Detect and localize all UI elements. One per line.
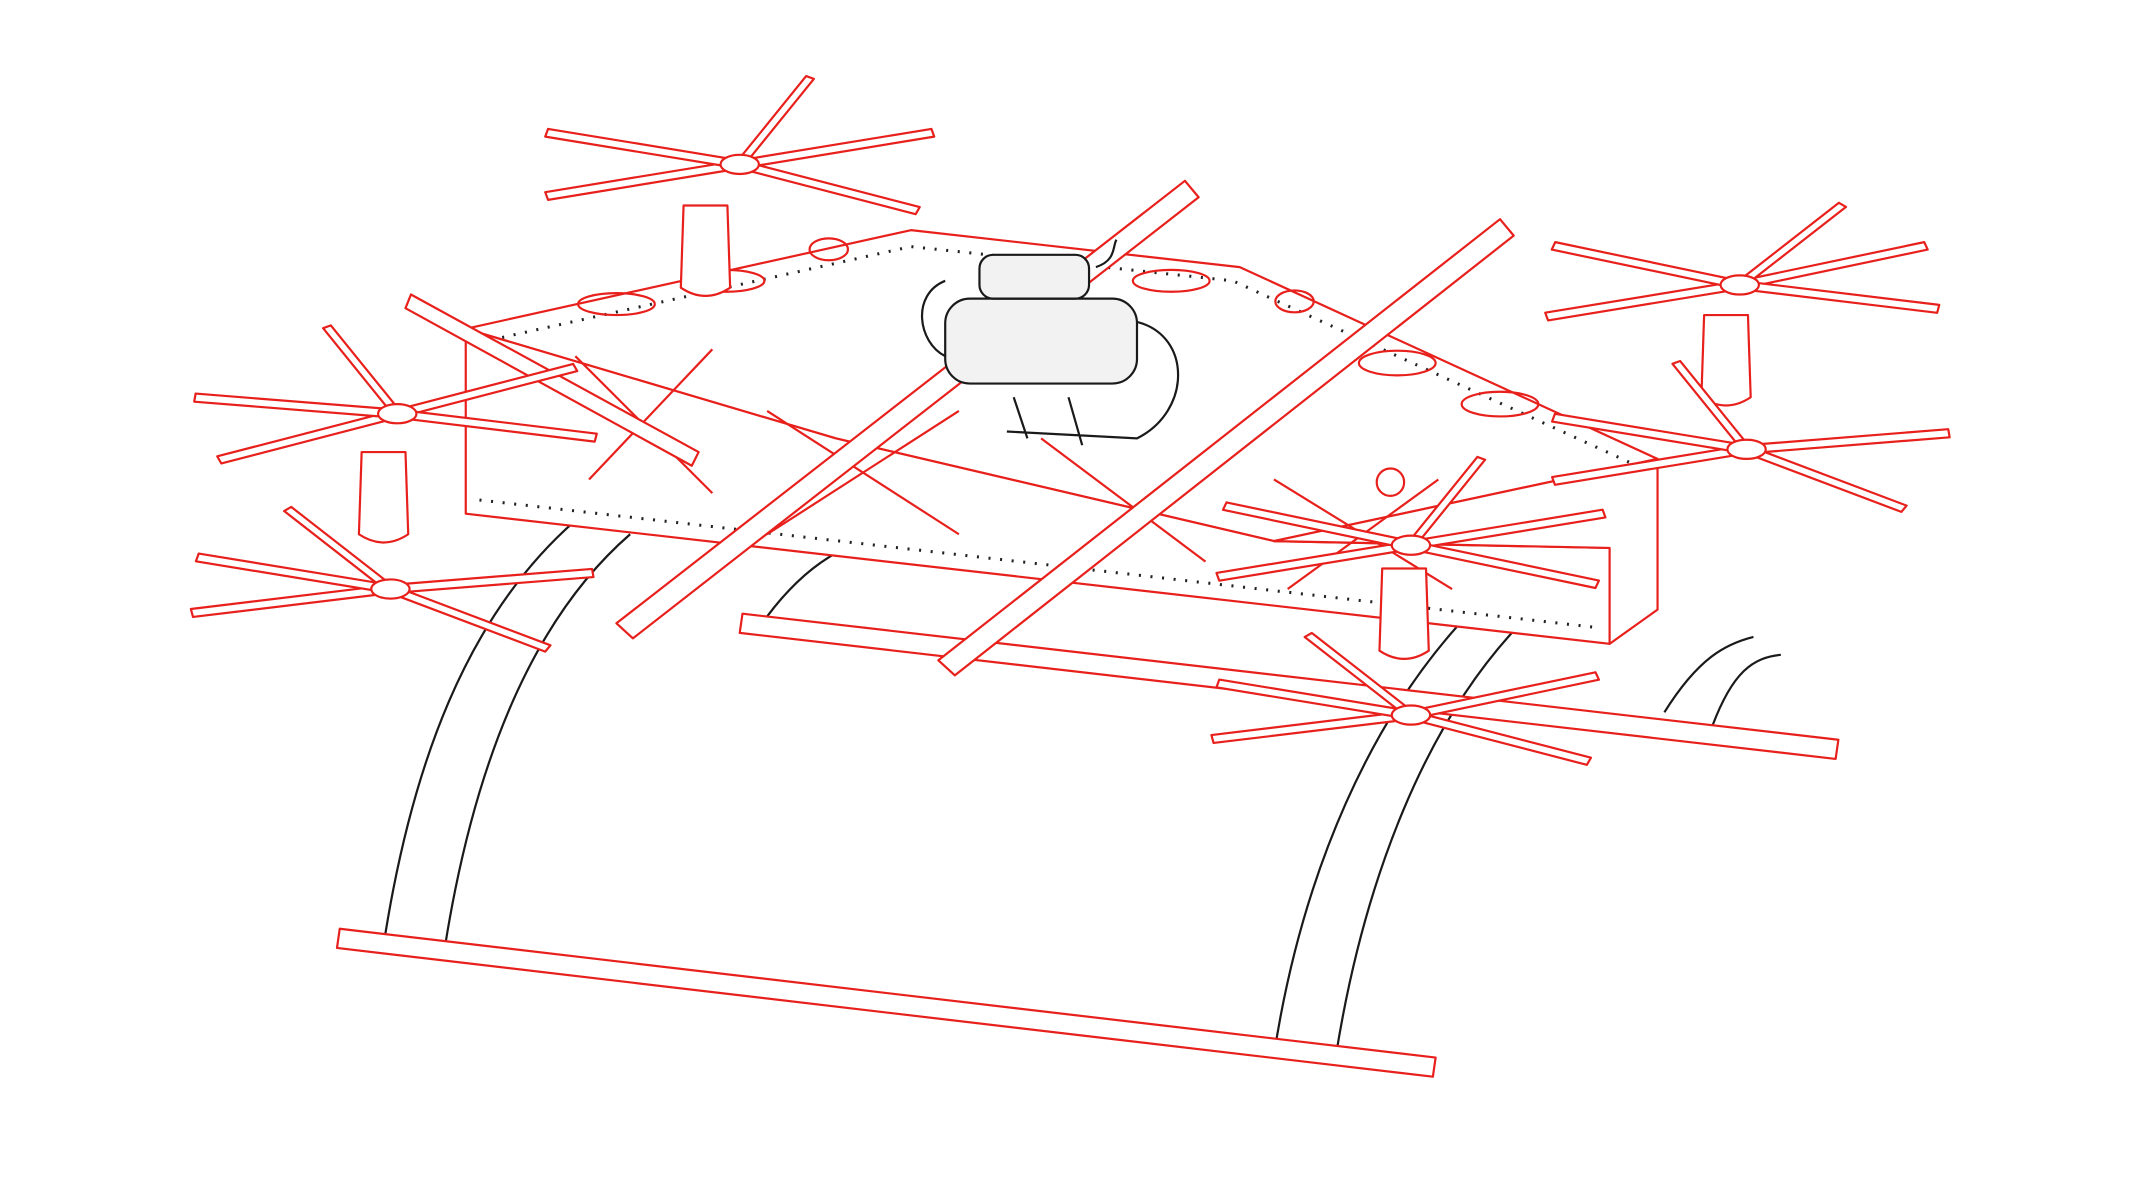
landing-skids <box>335 612 1840 1078</box>
rotor-1 <box>544 74 936 297</box>
rotor-blade <box>193 392 400 419</box>
rotor-5 <box>1550 359 1951 513</box>
rotor-4 <box>1544 201 1941 407</box>
motor <box>357 450 410 544</box>
rotor-blade <box>544 127 743 170</box>
rotor-blade <box>1744 428 1951 455</box>
rotor-hub <box>1726 438 1767 460</box>
rotor-7 <box>1210 631 1601 766</box>
rear-skid <box>738 612 1840 760</box>
engine <box>920 239 1180 446</box>
frame-side-face <box>1272 457 1659 645</box>
rotor-blade <box>544 159 743 201</box>
rotors <box>189 74 1951 766</box>
rotor-hub <box>1390 534 1432 556</box>
rotor-hub <box>1390 704 1432 726</box>
rotor-2 <box>193 324 598 544</box>
rotor-6 <box>1215 455 1607 660</box>
motor <box>1378 567 1430 660</box>
rotor-hub <box>719 153 761 176</box>
rotor-blade <box>1742 445 1908 513</box>
landing-legs <box>382 519 1781 1058</box>
rotor-hub <box>370 578 411 600</box>
rotor-blade <box>1737 279 1941 314</box>
rotor-3 <box>189 505 595 653</box>
motor <box>1700 313 1752 407</box>
rotor-hub <box>376 403 418 425</box>
motor <box>679 204 732 297</box>
front-skid <box>335 927 1437 1078</box>
rotor-blade <box>388 567 595 595</box>
rotor-blade <box>322 324 403 417</box>
rotor-hub <box>1719 274 1761 296</box>
rotor-blade <box>1210 710 1414 745</box>
rotor-blade <box>189 583 393 619</box>
rotor-blade <box>1550 241 1743 290</box>
rotor-blade <box>736 159 921 216</box>
rotor-blade <box>386 584 552 653</box>
